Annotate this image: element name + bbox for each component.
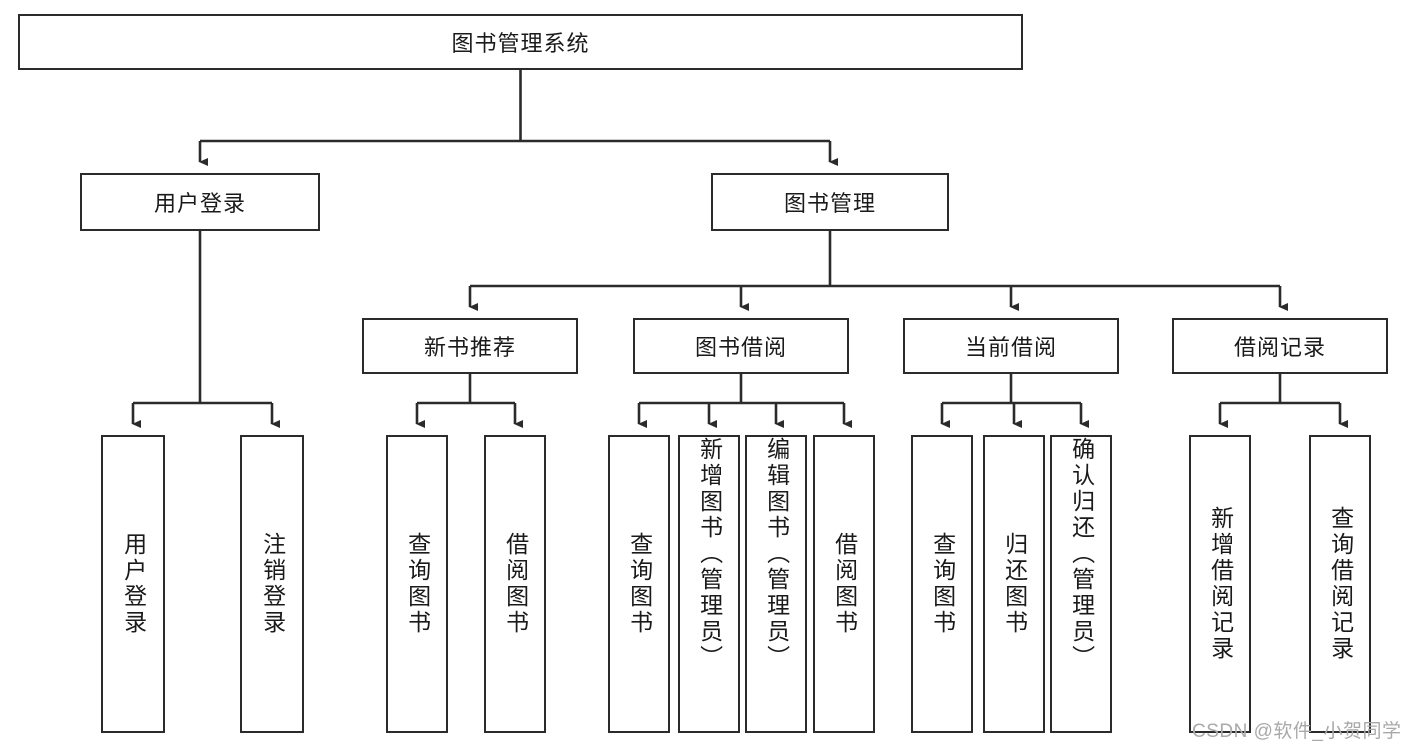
node-leaf-borrow-book-2[interactable]: 借阅图书: [813, 435, 875, 733]
node-leaf-return-book[interactable]: 归还图书: [983, 435, 1045, 733]
watermark-label: CSDN @软件_小贺同学: [1192, 721, 1402, 742]
node-label: 查询图书: [929, 532, 956, 636]
node-book-manage[interactable]: 图书管理: [711, 173, 949, 231]
node-label: 用户登录: [153, 191, 246, 216]
node-label: 借阅图书: [831, 532, 858, 636]
node-new-book-rec[interactable]: 新书推荐: [362, 318, 578, 374]
node-label: 归还图书: [1001, 532, 1028, 636]
node-label: 新书推荐: [423, 335, 516, 360]
node-root[interactable]: 图书管理系统: [18, 14, 1023, 70]
node-borrow-record[interactable]: 借阅记录: [1172, 318, 1388, 374]
node-leaf-borrow-book-1[interactable]: 借阅图书: [484, 435, 546, 733]
node-book-borrow[interactable]: 图书借阅: [633, 318, 849, 374]
node-leaf-edit-book[interactable]: 编辑图书（管理员）: [745, 435, 807, 733]
node-label: 借阅记录: [1233, 335, 1326, 360]
node-leaf-query-record[interactable]: 查询借阅记录: [1309, 435, 1371, 733]
node-label: 查询图书: [626, 532, 653, 636]
node-label: 新增借阅记录: [1207, 506, 1234, 662]
node-label: 图书管理系统: [451, 31, 590, 56]
node-leaf-confirm-return[interactable]: 确认归还（管理员）: [1050, 435, 1112, 733]
node-label: 图书管理: [783, 191, 876, 216]
node-user-login[interactable]: 用户登录: [80, 173, 320, 231]
node-label: 用户登录: [120, 532, 147, 636]
node-label: 编辑图书（管理员）: [763, 437, 790, 671]
node-label: 注销登录: [259, 532, 286, 636]
node-leaf-query-book-2[interactable]: 查询图书: [608, 435, 670, 733]
node-leaf-logout[interactable]: 注销登录: [240, 435, 304, 733]
node-leaf-query-book-3[interactable]: 查询图书: [911, 435, 973, 733]
node-label: 借阅图书: [502, 532, 529, 636]
node-leaf-add-book[interactable]: 新增图书（管理员）: [678, 435, 740, 733]
node-label: 新增图书（管理员）: [696, 437, 723, 671]
node-leaf-user-login[interactable]: 用户登录: [101, 435, 165, 733]
node-leaf-query-book-1[interactable]: 查询图书: [386, 435, 448, 733]
node-current-borrow[interactable]: 当前借阅: [903, 318, 1119, 374]
node-label: 图书借阅: [694, 335, 787, 360]
node-label: 确认归还（管理员）: [1068, 437, 1095, 671]
node-label: 当前借阅: [964, 335, 1057, 360]
node-label: 查询图书: [404, 532, 431, 636]
node-leaf-add-record[interactable]: 新增借阅记录: [1189, 435, 1251, 733]
node-label: 查询借阅记录: [1327, 506, 1354, 662]
